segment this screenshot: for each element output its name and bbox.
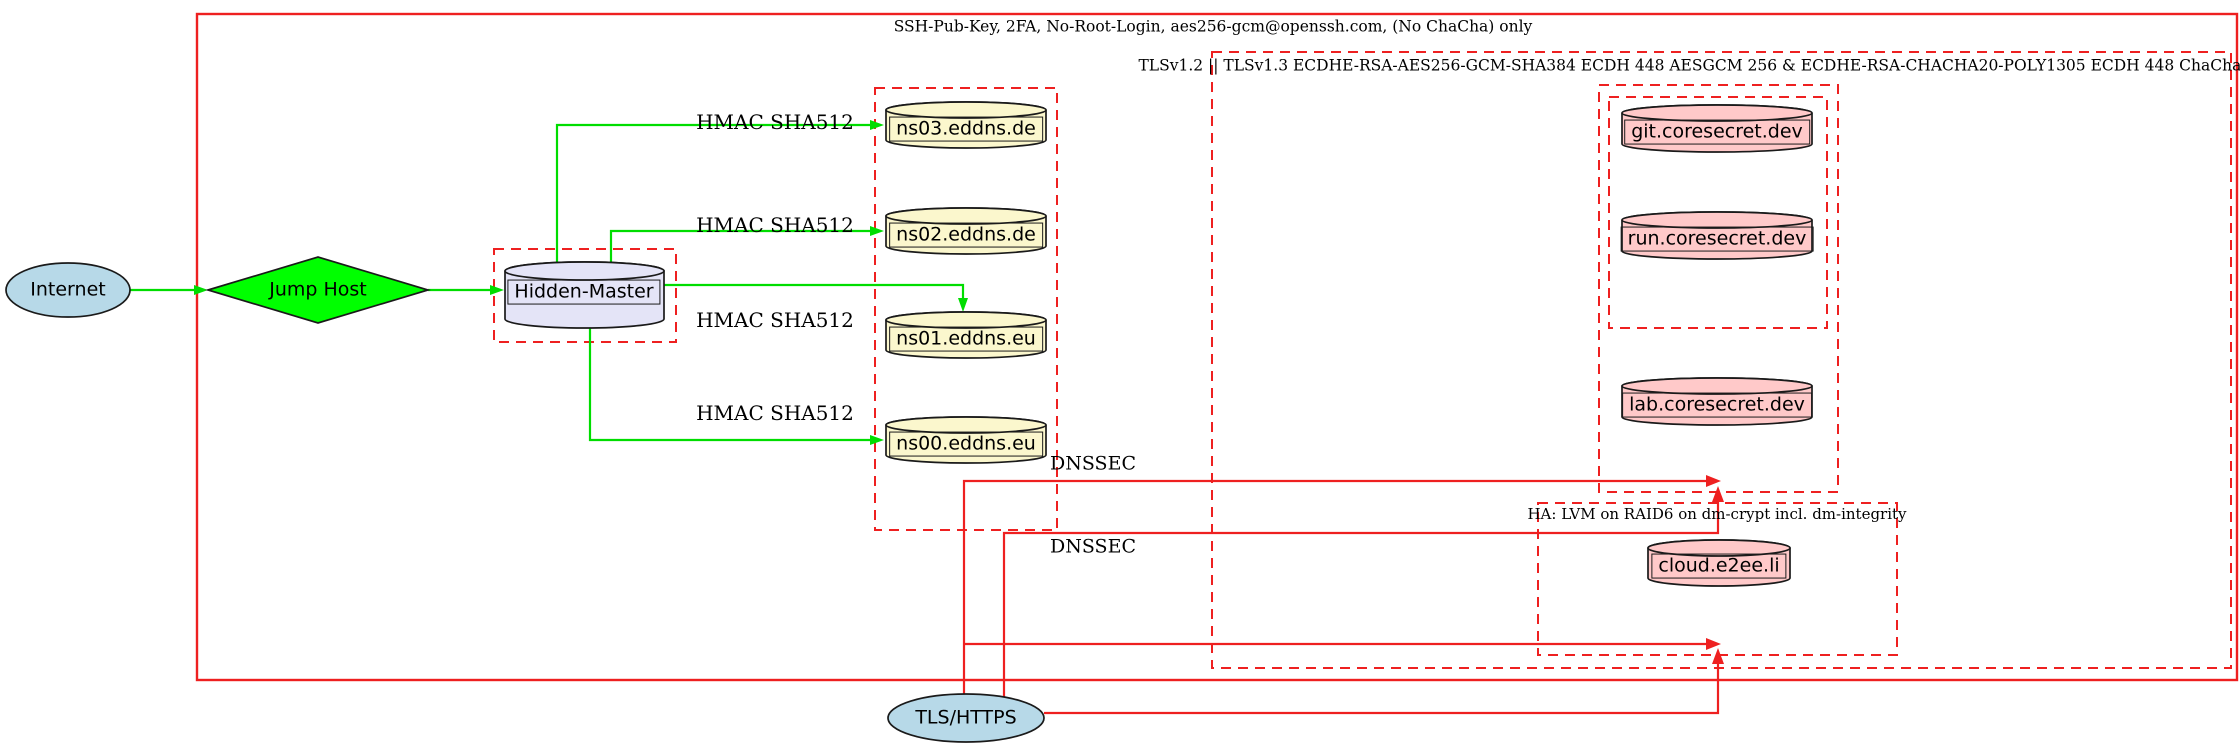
lab-cylinder xyxy=(1621,377,1813,426)
run-cylinder-shape xyxy=(1621,211,1813,229)
hmac-label-ns03: HMAC SHA512 xyxy=(696,110,854,134)
ssh-cluster-label: SSH-Pub-Key, 2FA, No-Root-Login, aes256-… xyxy=(893,17,1533,36)
ns03-cylinder-shape xyxy=(885,101,1047,119)
jump-host-label: Jump Host xyxy=(269,278,367,301)
edge-hiddenmaster-ns00 xyxy=(588,328,871,442)
jump-host-node xyxy=(205,256,431,324)
ns02-cylinder-shape xyxy=(885,207,1047,225)
run-label: run.coresecret.dev xyxy=(1620,226,1814,252)
run-cylinder xyxy=(1621,211,1813,260)
arrowhead-ns02 xyxy=(870,226,884,236)
ns00-cylinder xyxy=(885,416,1047,464)
ns02-cylinder xyxy=(885,207,1047,255)
edge-dnssec-upper xyxy=(962,479,1707,695)
lab-label: lab.coresecret.dev xyxy=(1622,392,1812,418)
ns00-cylinder-shape xyxy=(885,416,1047,434)
hidden-master-cylinder xyxy=(504,261,665,329)
tls-https-node xyxy=(887,693,1045,743)
arrowhead-coresecret-side xyxy=(1706,475,1721,487)
cloud-label: cloud.e2ee.li xyxy=(1651,553,1787,579)
cloud-cylinder xyxy=(1647,539,1791,587)
arrowhead-ha-bottom xyxy=(1712,648,1724,664)
cloud-cylinder-shape xyxy=(1647,539,1791,557)
dnssec-label-upper: DNSSEC xyxy=(1050,452,1136,475)
lab-cylinder-shape xyxy=(1621,377,1813,395)
ns01-cylinder xyxy=(885,311,1047,359)
hmac-label-ns00: HMAC SHA512 xyxy=(696,401,854,425)
git-cylinder xyxy=(1621,104,1813,153)
ns03-cylinder xyxy=(885,101,1047,149)
hmac-label-ns02: HMAC SHA512 xyxy=(696,213,854,237)
hidden-master-cluster-box xyxy=(493,248,677,343)
ssh-cluster-box xyxy=(195,12,2239,682)
hidden-master-cylinder-shape xyxy=(504,261,665,281)
arrowhead-jumphost xyxy=(194,285,208,295)
hmac-label-ns01: HMAC SHA512 xyxy=(696,308,854,332)
edge-dnssec-lower xyxy=(1002,502,1720,700)
ns03-label: ns03.eddns.de xyxy=(889,116,1043,142)
arrowhead-coresecret-bottom xyxy=(1712,486,1724,502)
edge-hiddenmaster-ns01 xyxy=(664,283,965,299)
edge-hiddenmaster-ns02 xyxy=(609,229,871,263)
arrowhead-ns00 xyxy=(870,435,884,445)
internet-node xyxy=(5,262,131,318)
tls-cluster-label: TLSv1.2 || TLSv1.3 ECDHE-RSA-AES256-GCM-… xyxy=(1138,56,2240,75)
coresecret-inner-cluster-box xyxy=(1608,96,1828,329)
tls-cluster-box xyxy=(1211,51,2232,669)
tls-https-label: TLS/HTTPS xyxy=(915,706,1017,729)
edge-tls-ha-bottom xyxy=(1044,664,1720,715)
ns02-label: ns02.eddns.de xyxy=(889,222,1043,248)
ns-cluster-box xyxy=(874,87,1058,531)
edge-hiddenmaster-ns03 xyxy=(555,123,871,263)
ns00-label: ns00.eddns.eu xyxy=(889,431,1043,457)
ns01-label: ns01.eddns.eu xyxy=(889,326,1043,352)
arrowhead-ns01 xyxy=(958,298,968,312)
git-cylinder-shape xyxy=(1621,104,1813,122)
arrowhead-hiddenmaster xyxy=(490,285,504,295)
ns01-cylinder-shape xyxy=(885,311,1047,329)
internet-label: Internet xyxy=(30,278,106,301)
git-label: git.coresecret.dev xyxy=(1624,119,1810,145)
hidden-master-label: Hidden-Master xyxy=(507,279,661,305)
arrowhead-ha-side xyxy=(1706,638,1721,650)
dnssec-label-lower: DNSSEC xyxy=(1050,535,1136,558)
ha-cluster-label: HA: LVM on RAID6 on dm-crypt incl. dm-in… xyxy=(1527,504,1907,523)
arrowhead-ns03 xyxy=(870,120,884,130)
